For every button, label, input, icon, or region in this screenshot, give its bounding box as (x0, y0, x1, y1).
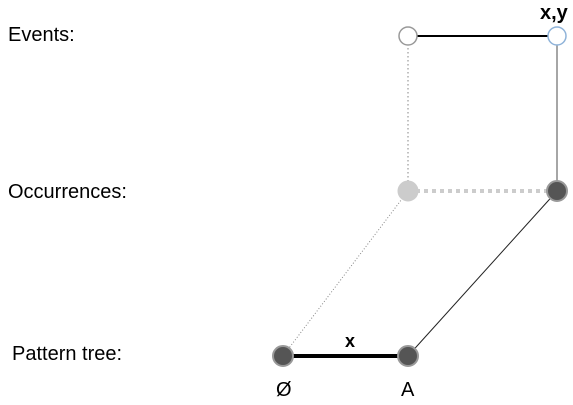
event-pair-label: x,y (540, 2, 568, 24)
row-label-occurrences: Occurrences: (8, 181, 127, 203)
event-node-right (547, 26, 567, 46)
row-label-pattern-tree: Pattern tree: (12, 343, 123, 365)
occurrence-node-left (397, 180, 419, 202)
tree-edge-label: x (345, 331, 356, 351)
tree-node-a-label: A (401, 379, 415, 401)
tree-node-a (397, 345, 419, 367)
tree-root-label: Ø (276, 379, 292, 401)
occurrence-to-node-a-line (407, 190, 558, 357)
event-node-left (398, 26, 418, 46)
tree-node-root (272, 345, 294, 367)
occurrence-node-right (546, 180, 568, 202)
row-label-events: Events: (8, 24, 75, 46)
